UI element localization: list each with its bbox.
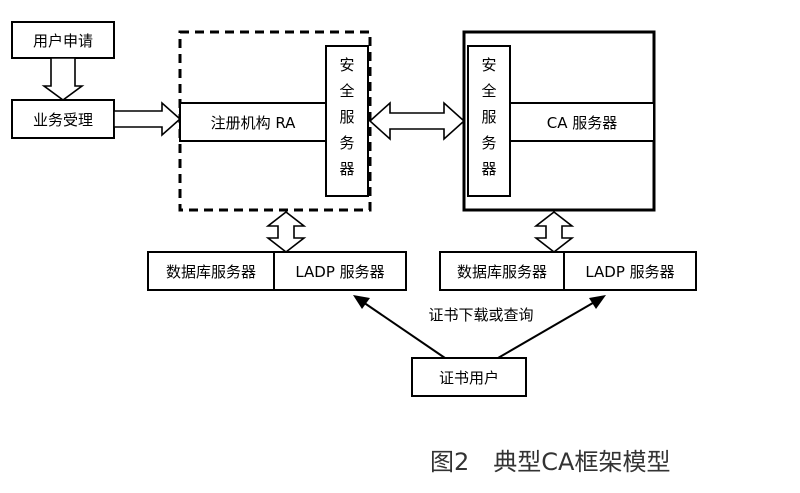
user-to-right-ldap-arrowhead	[589, 295, 606, 309]
ca-server-node: CA 服务器	[509, 102, 655, 142]
ra-security-server-node: 安 全 服 务 器	[325, 45, 369, 197]
ca-security-char-5: 器	[481, 160, 496, 178]
ra-security-server-box	[325, 45, 369, 197]
figure-caption: 图2 典型CA框架模型	[430, 448, 670, 476]
cert-download-query-label: 证书下载或查询	[428, 306, 533, 324]
ca-server-box	[509, 102, 655, 142]
left-server-row: 数据库服务器 LADP 服务器	[147, 251, 407, 291]
ra-security-char-3: 服	[339, 108, 354, 126]
ca-security-char-2: 全	[481, 82, 496, 100]
user-to-left-ldap-line	[359, 299, 446, 359]
user-apply-label: 用户申请	[33, 32, 93, 50]
ra-box	[179, 102, 327, 142]
ra-label: 注册机构 RA	[211, 114, 297, 132]
cert-user-box	[411, 357, 527, 397]
left-ldap-server-label: LADP 服务器	[295, 263, 384, 281]
left-db-server-box	[147, 251, 275, 291]
user-apply-box	[11, 21, 115, 59]
business-accept-label: 业务受理	[33, 111, 93, 129]
ra-security-char-4: 务	[339, 134, 354, 152]
ca-security-server-node: 安 全 服 务 器	[467, 45, 511, 197]
apply-to-accept-arrow	[41, 57, 85, 101]
right-ldap-server-box	[563, 251, 697, 291]
ca-db-double-arrow	[533, 210, 575, 254]
cert-user-label: 证书用户	[439, 369, 499, 387]
right-db-server-label: 数据库服务器	[457, 263, 547, 281]
business-accept-node: 业务受理	[11, 99, 115, 139]
business-accept-box	[11, 99, 115, 139]
ca-security-char-3: 服	[481, 108, 496, 126]
ra-security-char-2: 全	[339, 82, 354, 100]
left-ldap-server-box	[273, 251, 407, 291]
ra-node: 注册机构 RA	[179, 102, 327, 142]
user-to-left-ldap-arrowhead	[353, 295, 370, 309]
user-to-right-ldap-line	[497, 299, 599, 359]
cert-user-node: 证书用户	[411, 357, 527, 397]
ca-security-char-4: 务	[481, 134, 496, 152]
right-db-server-box	[439, 251, 565, 291]
right-ldap-server-label: LADP 服务器	[585, 263, 674, 281]
left-db-server-label: 数据库服务器	[166, 263, 256, 281]
ca-server-label: CA 服务器	[547, 114, 618, 132]
ra-db-double-arrow	[265, 210, 307, 254]
ra-security-char-5: 器	[339, 160, 354, 178]
right-server-row: 数据库服务器 LADP 服务器	[439, 251, 697, 291]
user-apply-node: 用户申请	[11, 21, 115, 59]
accept-to-ra-arrow	[113, 101, 182, 137]
ra-ca-double-arrow	[368, 101, 466, 141]
ca-security-char-1: 安	[481, 56, 496, 74]
ra-security-char-1: 安	[339, 56, 354, 74]
